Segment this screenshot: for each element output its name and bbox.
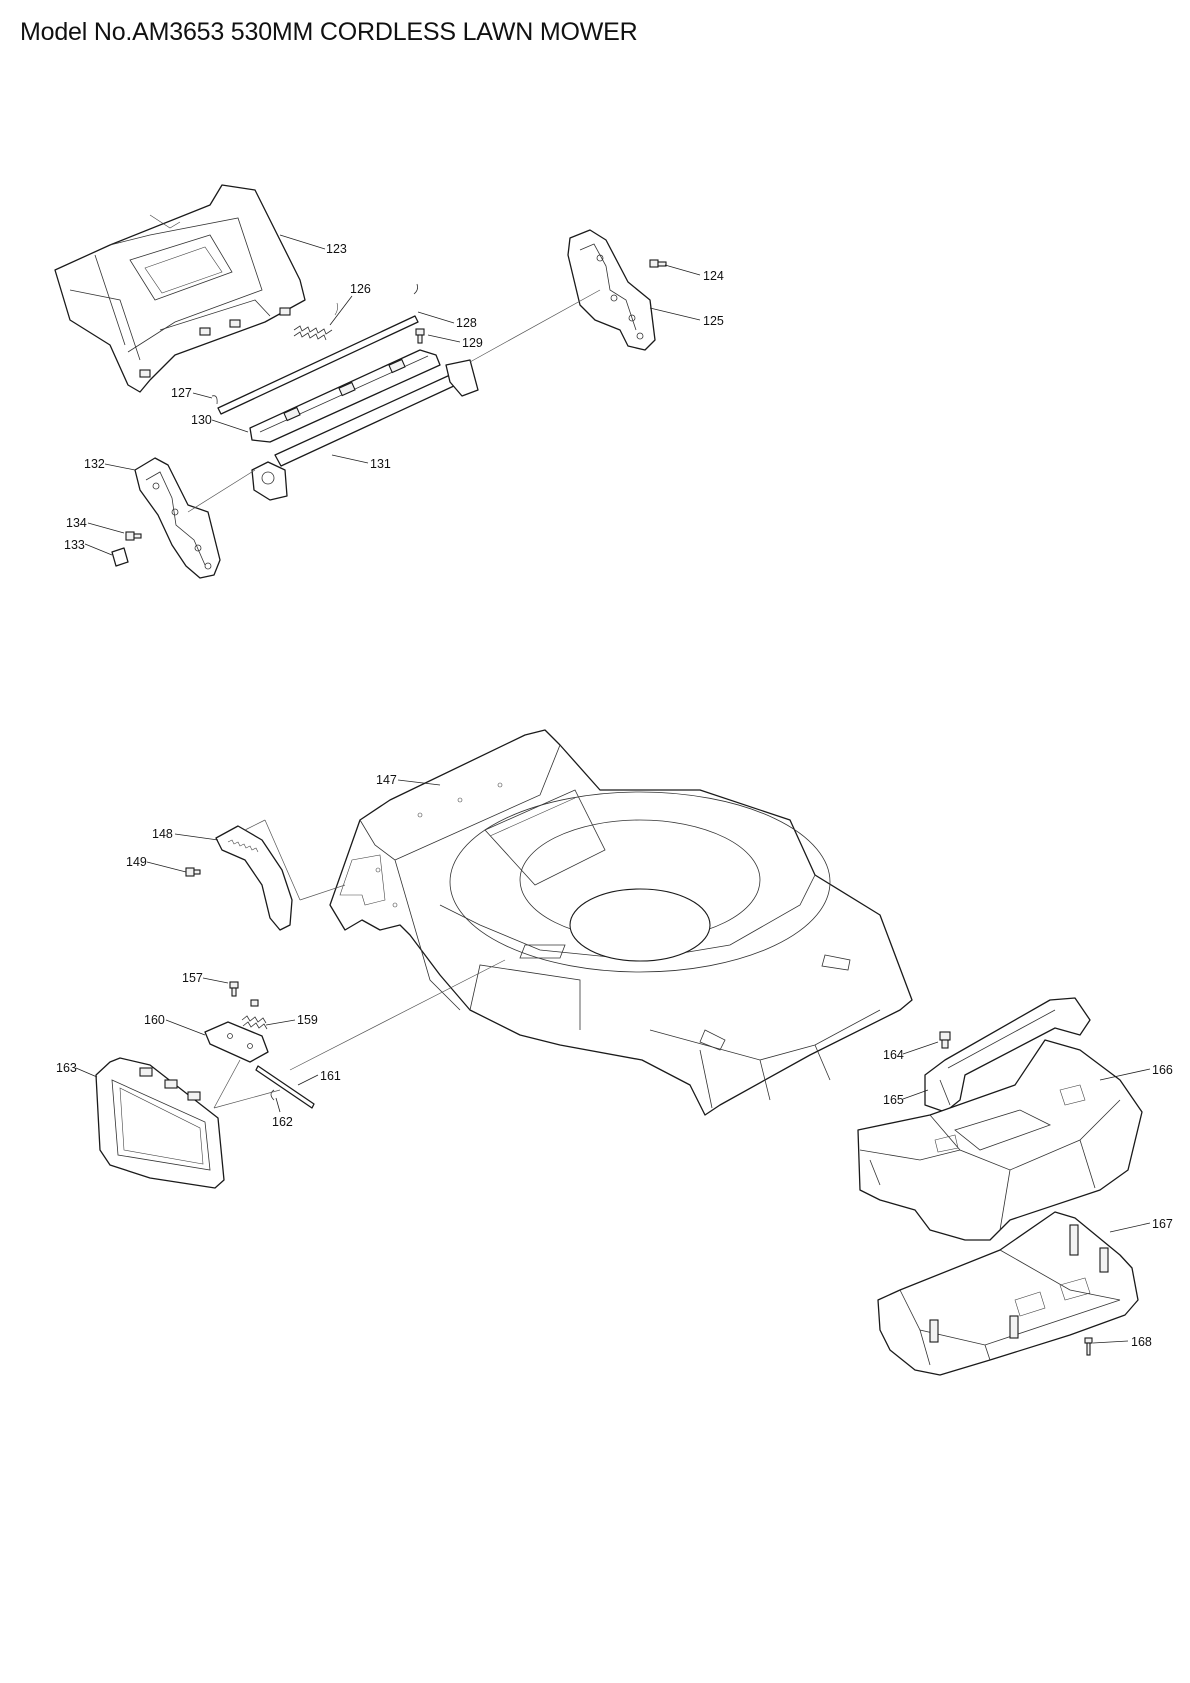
part-battery-tray [877,1211,1139,1376]
part-screw-168 [1084,1337,1093,1356]
callout-125: 125 [703,314,724,328]
part-rear-flap [54,184,306,393]
part-screw-149 [185,867,201,877]
callout-161: 161 [320,1069,341,1083]
callout-147: 147 [376,773,397,787]
callout-157: 157 [182,971,203,985]
callout-164: 164 [883,1048,904,1062]
part-hinge-bracket [249,349,441,443]
part-axle [251,359,479,501]
alignment-line [213,1089,281,1109]
callout-129: 129 [462,336,483,350]
part-rear-cover [857,1039,1143,1241]
part-front-door [95,1057,225,1189]
callout-168: 168 [1131,1335,1152,1349]
part-rod [217,315,419,415]
callout-132: 132 [84,457,105,471]
callout-159: 159 [297,1013,318,1027]
part-bolt-129 [415,328,425,344]
callout-131: 131 [370,457,391,471]
alignment-line [244,819,266,831]
part-bolt-164 [939,1031,951,1049]
part-nut-133 [111,547,129,567]
callout-163: 163 [56,1061,77,1075]
part-latch-plate [204,1021,269,1063]
part-screw-124 [649,259,667,268]
part-clip-128 [413,283,418,295]
callout-126: 126 [350,282,371,296]
callout-165: 165 [883,1093,904,1107]
page-title: Model No.AM3653 530MM CORDLESS LAWN MOWE… [20,18,638,46]
callout-123: 123 [326,242,347,256]
part-clip-127 [211,395,218,405]
alignment-line [299,884,346,901]
callout-124: 124 [703,269,724,283]
alignment-line [264,819,301,901]
alignment-line [289,959,506,1071]
callout-133: 133 [64,538,85,552]
callout-labels: 123 124 125 126 127 128 129 130 131 132 … [56,242,1173,1349]
part-left-bracket [134,457,221,579]
alignment-line [213,1059,241,1109]
callout-160: 160 [144,1013,165,1027]
part-mower-deck [329,729,913,1116]
callout-148: 148 [152,827,173,841]
part-screw-134 [125,531,142,541]
part-clip-162 [270,1089,275,1101]
callout-130: 130 [191,413,212,427]
callout-134: 134 [66,516,87,530]
part-bolt-157 [229,981,239,997]
part-pin-161 [255,1065,315,1109]
part-right-bracket [567,229,656,351]
part-spring [293,302,338,341]
callout-149: 149 [126,855,147,869]
part-latch-spring [241,999,268,1030]
alignment-line [469,289,601,363]
leader-lines [75,234,1151,1344]
callout-162: 162 [272,1115,293,1129]
alignment-line [187,469,256,513]
part-height-plate [215,825,293,931]
callout-166: 166 [1152,1063,1173,1077]
callout-167: 167 [1152,1217,1173,1231]
callout-128: 128 [456,316,477,330]
callout-127: 127 [171,386,192,400]
